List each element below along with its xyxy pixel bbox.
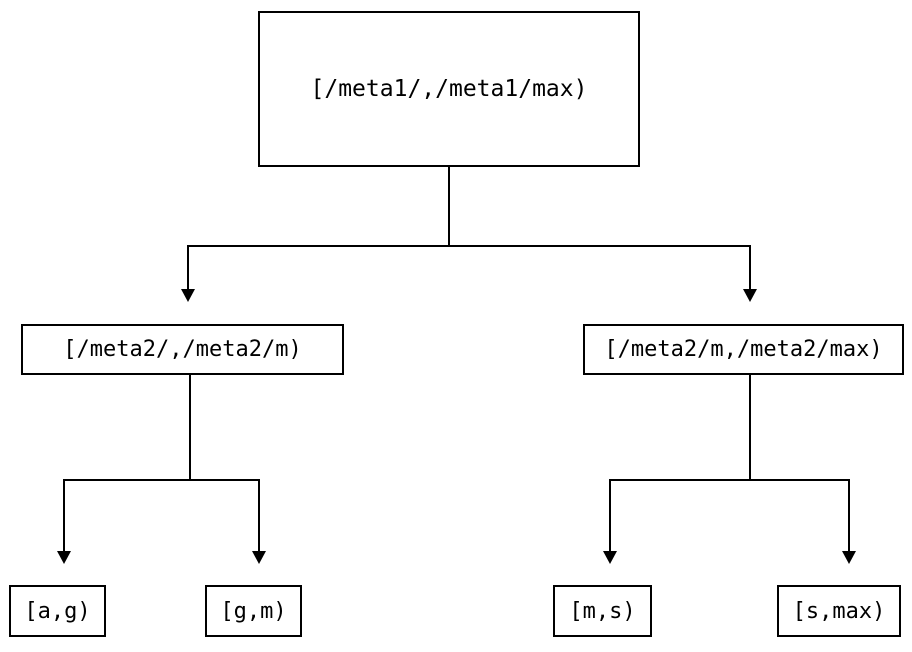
edge-l2-right-to-leaf-s-max-drop xyxy=(848,479,850,552)
node-root[interactable]: [/meta1/,/meta1/max) xyxy=(258,11,640,167)
edge-root-to-l2-right-drop xyxy=(749,245,751,290)
edge-l2-left-to-leaf-g-m-drop xyxy=(258,479,260,552)
node-leaf-a-g-label: [a,g) xyxy=(24,598,91,624)
edge-l2-left-to-leaf-a-g-drop xyxy=(63,479,65,552)
edge-l2-right-trunk xyxy=(749,375,751,481)
arrowhead-l2-left-to-leaf-g-m xyxy=(252,551,266,564)
arrowhead-l2-left-to-leaf-a-g xyxy=(57,551,71,564)
node-l2-left-label: [/meta2/,/meta2/m) xyxy=(63,337,302,362)
node-root-label: [/meta1/,/meta1/max) xyxy=(310,76,588,102)
node-leaf-s-max[interactable]: [s,max) xyxy=(777,585,901,637)
node-leaf-m-s[interactable]: [m,s) xyxy=(553,585,652,637)
edge-root-trunk xyxy=(448,167,450,247)
node-leaf-a-g[interactable]: [a,g) xyxy=(9,585,106,637)
node-l2-right[interactable]: [/meta2/m,/meta2/max) xyxy=(583,324,904,375)
node-l2-right-label: [/meta2/m,/meta2/max) xyxy=(604,337,883,362)
node-leaf-g-m[interactable]: [g,m) xyxy=(205,585,302,637)
edge-l2-left-trunk xyxy=(189,375,191,481)
arrowhead-root-to-l2-right xyxy=(743,289,757,302)
edge-root-to-l2-left-drop xyxy=(187,245,189,290)
node-leaf-s-max-label: [s,max) xyxy=(792,598,886,624)
arrowhead-l2-right-to-leaf-m-s xyxy=(603,551,617,564)
edge-l2-right-crossbar xyxy=(610,479,850,481)
edge-l2-left-crossbar xyxy=(64,479,260,481)
arrowhead-root-to-l2-left xyxy=(181,289,195,302)
node-leaf-g-m-label: [g,m) xyxy=(220,598,287,624)
edge-l2-right-to-leaf-m-s-drop xyxy=(609,479,611,552)
edge-root-crossbar xyxy=(188,245,751,247)
node-leaf-m-s-label: [m,s) xyxy=(569,598,636,624)
arrowhead-l2-right-to-leaf-s-max xyxy=(842,551,856,564)
node-l2-left[interactable]: [/meta2/,/meta2/m) xyxy=(21,324,344,375)
